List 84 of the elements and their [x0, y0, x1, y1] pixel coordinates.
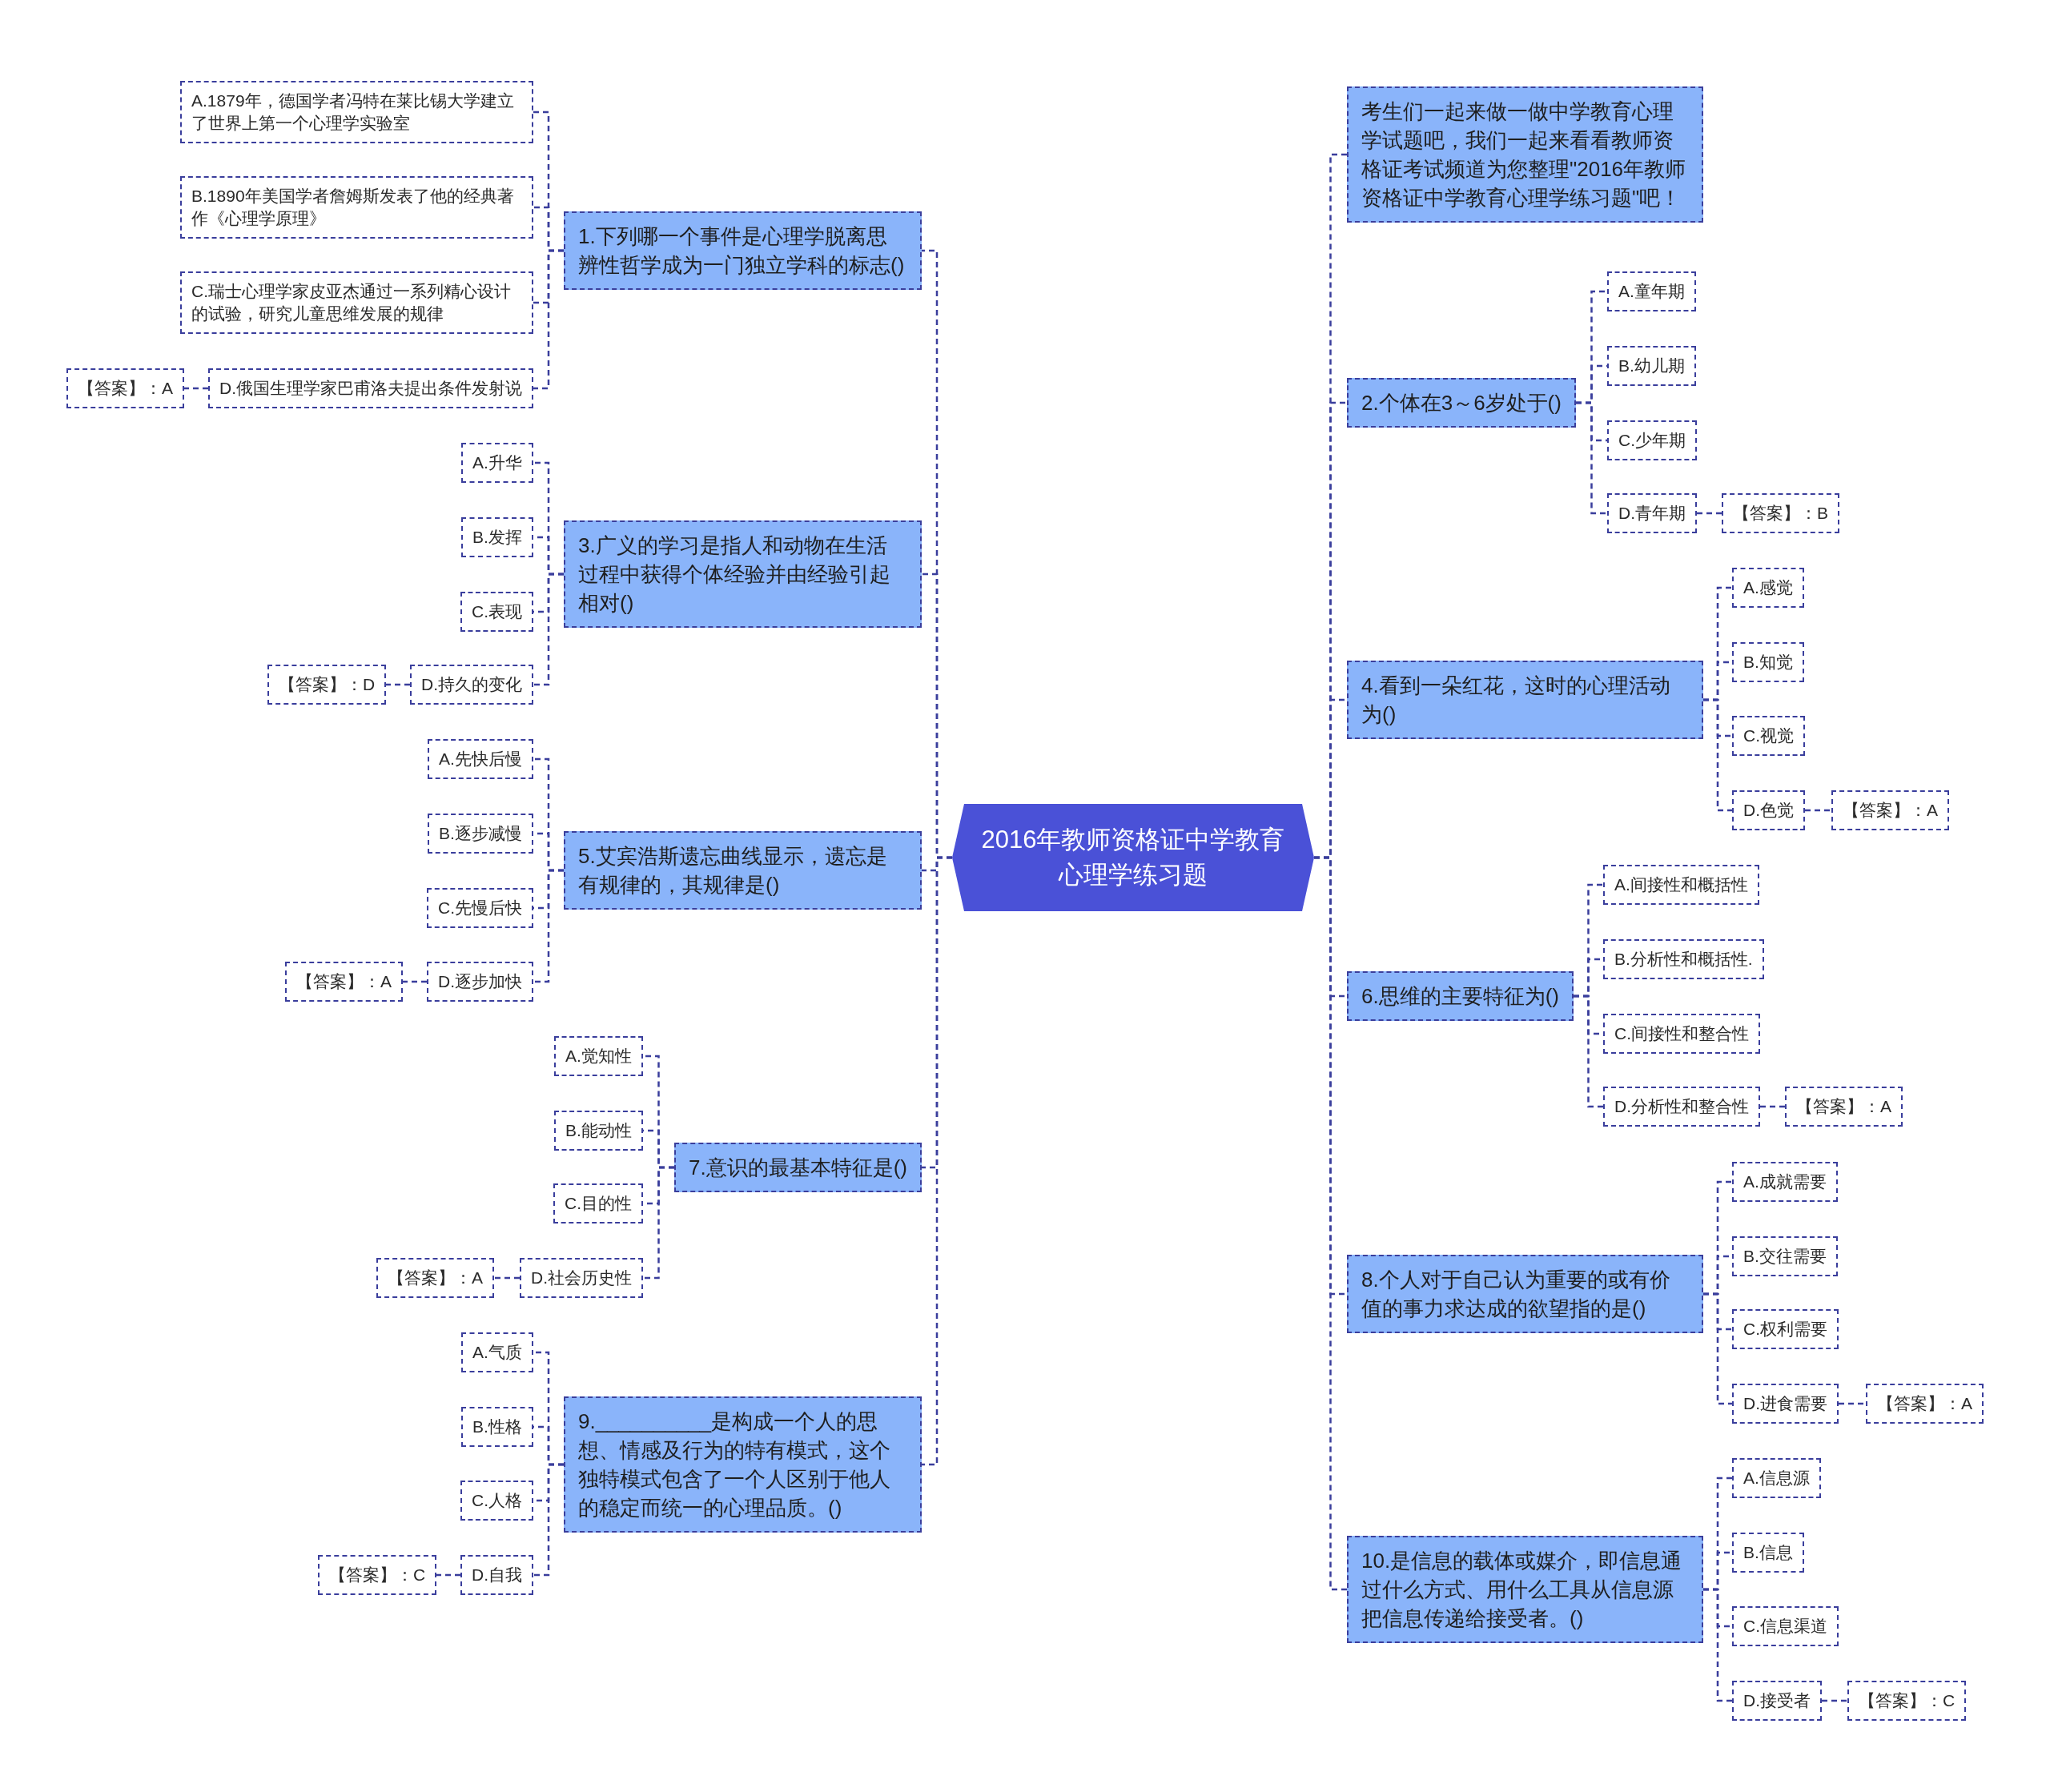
answer-key-box: 【答案】：B — [1722, 493, 1839, 533]
option-box: A.先快后慢 — [428, 739, 533, 779]
option-box: C.目的性 — [553, 1183, 643, 1223]
answer-key-box: 【答案】：D — [267, 665, 387, 705]
option-box: D.色觉 — [1732, 790, 1805, 830]
option-box: C.少年期 — [1607, 420, 1697, 460]
option-box: B.幼儿期 — [1607, 346, 1696, 386]
connector-line — [1703, 1588, 1732, 1702]
intro-text-box: 考生们一起来做一做中学教育心理学试题吧，我们一起来看看教师资格证考试频道为您整理"2016年教师资格证中学教育心理学练习题"吧！ — [1347, 86, 1703, 223]
connector-line — [1576, 401, 1607, 515]
answer-key-box: 【答案】：A — [1785, 1087, 1903, 1127]
answer-key-box: 【答案】：A — [66, 368, 184, 408]
option-box: D.分析性和整合性 — [1603, 1087, 1760, 1127]
option-box: C.权利需要 — [1732, 1309, 1839, 1349]
connector-line — [1703, 1292, 1732, 1405]
question-box: 9.__________是构成一个人的思想、情感及行为的特有模式，这个独特模式包含了一个人区别于他人的稳定而统一的心理品质。() — [564, 1396, 922, 1533]
connector-line — [1805, 809, 1831, 812]
option-box: C.先慢后快 — [427, 888, 533, 928]
connector-line — [1760, 1105, 1785, 1108]
option-box: D.自我 — [460, 1555, 533, 1595]
option-box: B.逐步减慢 — [428, 814, 533, 854]
answer-key-box: 【答案】：A — [285, 962, 403, 1002]
answer-key-box: 【答案】：A — [1866, 1384, 1984, 1424]
option-box: A.成就需要 — [1732, 1162, 1838, 1202]
connector-line — [386, 683, 410, 686]
connector-line — [533, 869, 564, 983]
connector-line — [922, 856, 952, 1466]
option-box: A.升华 — [461, 443, 533, 483]
answer-key-box: 【答案】：A — [376, 1258, 494, 1298]
question-box: 5.艾宾浩斯遗忘曲线显示，遗忘是有规律的，其规律是() — [564, 831, 922, 910]
connector-line — [1703, 698, 1732, 812]
connector-line — [533, 573, 564, 686]
question-box: 6.思维的主要特征为() — [1347, 971, 1574, 1021]
connector-line — [494, 1276, 520, 1280]
option-box: C.视觉 — [1732, 716, 1805, 756]
option-box: A.童年期 — [1607, 271, 1696, 311]
option-box: B.分析性和概括性. — [1603, 939, 1764, 979]
question-box: 2.个体在3～6岁处于() — [1347, 378, 1576, 428]
option-box: A.1879年，德国学者冯特在莱比锡大学建立了世界上第一个心理学实验室 — [180, 81, 533, 143]
connector-line — [403, 980, 427, 983]
connector-line — [643, 1166, 674, 1280]
answer-key-box: 【答案】：C — [318, 1555, 437, 1595]
option-box: A.信息源 — [1732, 1458, 1821, 1498]
option-box: D.青年期 — [1607, 493, 1697, 533]
option-box: A.觉知性 — [554, 1036, 643, 1076]
question-box: 1.下列哪一个事件是心理学脱离思辨性哲学成为一门独立学科的标志() — [564, 211, 922, 290]
connector-line — [533, 1463, 564, 1577]
option-box: A.间接性和概括性 — [1603, 865, 1759, 905]
answer-key-box: 【答案】：C — [1847, 1681, 1967, 1721]
question-box: 7.意识的最基本特征是() — [674, 1143, 922, 1192]
question-box: 4.看到一朵红花，这时的心理活动为() — [1347, 661, 1703, 739]
option-box: D.持久的变化 — [410, 665, 533, 705]
option-box: C.信息渠道 — [1732, 1606, 1839, 1646]
option-box: C.间接性和整合性 — [1603, 1014, 1760, 1054]
option-box: B.知觉 — [1732, 642, 1804, 682]
connector-line — [1822, 1699, 1847, 1702]
option-box: B.交往需要 — [1732, 1236, 1838, 1276]
option-box: B.信息 — [1732, 1533, 1804, 1573]
connector-line — [184, 387, 208, 390]
option-box: D.进食需要 — [1732, 1384, 1839, 1424]
connector-line — [533, 249, 564, 390]
option-box: B.1890年美国学者詹姆斯发表了他的经典著作《心理学原理》 — [180, 176, 533, 239]
option-box: C.人格 — [460, 1481, 533, 1521]
option-box: C.瑞士心理学家皮亚杰通过一系列精心设计的试验，研究儿童思维发展的规律 — [180, 271, 533, 334]
option-box: B.性格 — [461, 1407, 533, 1447]
option-box: A.感觉 — [1732, 568, 1804, 608]
answer-key-box: 【答案】：A — [1831, 790, 1949, 830]
central-topic-hexagon: 2016年教师资格证中学教育心理学练习题 — [952, 804, 1314, 911]
connector-line — [1314, 856, 1347, 1591]
connector-line — [1574, 994, 1603, 1108]
option-box: C.表现 — [460, 592, 533, 632]
option-box: A.气质 — [461, 1332, 533, 1372]
option-box: D.接受者 — [1732, 1681, 1822, 1721]
question-box: 10.是信息的载体或媒介，即信息通过什么方式、用什么工具从信息源把信息传递给接受者。() — [1347, 1536, 1703, 1643]
question-box: 3.广义的学习是指人和动物在生活过程中获得个体经验并由经验引起相对() — [564, 520, 922, 628]
option-box: B.能动性 — [554, 1111, 643, 1151]
option-box: D.逐步加快 — [427, 962, 533, 1002]
connector-line — [1839, 1402, 1866, 1405]
option-box: D.俄国生理学家巴甫洛夫提出条件发射说 — [208, 368, 533, 408]
connector-line — [436, 1573, 460, 1577]
connector-line — [1697, 512, 1722, 515]
option-box: D.社会历史性 — [520, 1258, 643, 1298]
option-box: B.发挥 — [461, 517, 533, 557]
question-box: 8.个人对于自己认为重要的或有价值的事力求达成的欲望指的是() — [1347, 1255, 1703, 1333]
